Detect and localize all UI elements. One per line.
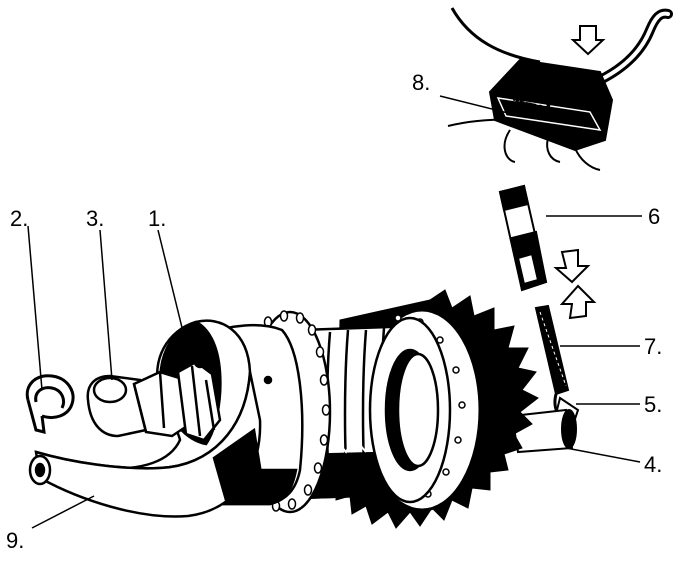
callout-8: 8.: [412, 70, 430, 95]
axle-nuts: [86, 346, 222, 442]
connect-arrows: [553, 248, 597, 320]
connector-sleeve: [498, 184, 548, 292]
callout-5: 5.: [644, 392, 662, 417]
shifter-assembly: Torpedo: [447, 7, 673, 171]
callout-7: 7.: [644, 334, 662, 359]
callout-1: 1.: [148, 206, 166, 231]
axle-clamp: [25, 374, 75, 434]
leader-lines: [27, 95, 642, 529]
callout-2: 2.: [10, 206, 28, 231]
callout-6: 6: [648, 204, 660, 229]
callout-labels: 1. 2. 3. 4. 5. 6 7. 8. 9.: [6, 70, 662, 553]
callout-4: 4.: [644, 452, 662, 477]
indicator-chain: [534, 304, 580, 424]
callout-9: 9.: [6, 528, 24, 553]
callout-3: 3.: [86, 206, 104, 231]
